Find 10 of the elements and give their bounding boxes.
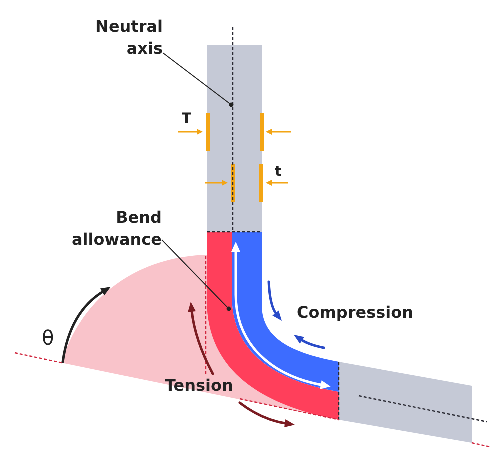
stress-label: Tension [165,377,234,395]
thickness-label: t [275,164,282,180]
leader-line [162,240,232,312]
thickness-label: T [182,111,192,127]
neutral-axis-line [232,27,234,232]
stress-label: Compression [297,304,414,322]
callout-label: Neutral axis [80,16,163,60]
angle-label: θ [42,327,54,350]
callout-label: Bend allowance [60,207,162,251]
leader-line [162,52,234,108]
